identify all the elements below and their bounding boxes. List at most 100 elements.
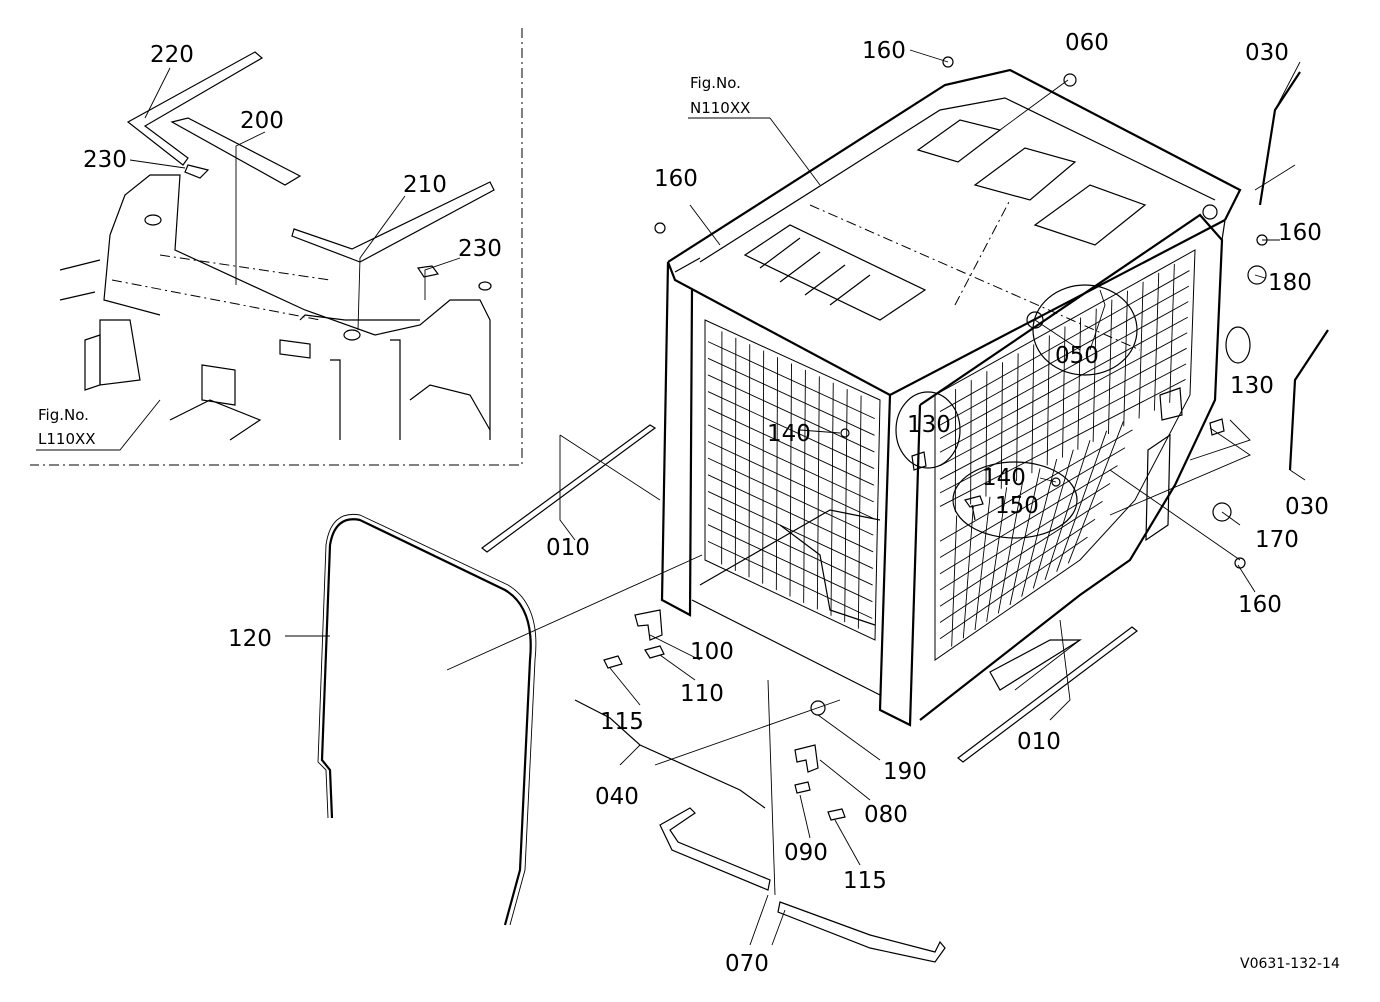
label-080: 080	[864, 802, 908, 828]
label-130-left: 130	[907, 412, 951, 438]
mesh-line	[707, 424, 874, 503]
label-030-bottom: 030	[1285, 494, 1329, 520]
mesh-line	[707, 524, 873, 603]
bracket-080	[794, 744, 819, 773]
inset-detail	[30, 28, 523, 466]
label-140-left: 140	[767, 421, 811, 447]
mesh-line	[939, 465, 1118, 575]
bolt-160-left	[654, 222, 666, 234]
label-150: 150	[995, 493, 1039, 519]
front-mesh	[707, 331, 875, 629]
mesh-line	[707, 540, 873, 619]
mesh-line	[1107, 299, 1113, 435]
mesh-line	[970, 380, 972, 505]
mesh-line	[707, 441, 874, 519]
fig-ref-label-main: Fig.No.	[690, 74, 741, 92]
bolt-160-top	[942, 56, 954, 68]
washer-060	[1063, 73, 1077, 87]
mesh-line	[985, 371, 988, 497]
label-090: 090	[784, 840, 828, 866]
loose-parts	[317, 56, 1329, 963]
cap-180	[1247, 265, 1267, 285]
mesh-line	[707, 391, 875, 469]
mesh-line	[1138, 281, 1144, 419]
pad-115-lower	[827, 808, 846, 821]
mesh-line	[939, 285, 1190, 426]
label-115-upper: 115	[600, 709, 644, 735]
mesh-line	[1016, 353, 1019, 481]
mesh-line	[707, 457, 874, 536]
mesh-line	[939, 316, 1188, 453]
mesh-line	[939, 379, 1186, 507]
label-210: 210	[403, 172, 447, 198]
cabin-frame	[660, 68, 1251, 727]
mesh-line	[1077, 317, 1082, 450]
pad-090	[794, 781, 811, 794]
mesh-line	[707, 341, 875, 420]
mesh-line	[939, 270, 1190, 412]
clip-130-right	[1209, 418, 1225, 436]
mesh-line	[707, 407, 875, 486]
mesh-line	[939, 536, 1088, 640]
mesh-line	[707, 374, 875, 453]
label-180: 180	[1268, 270, 1312, 296]
fig-ref-code-main: N110XX	[690, 99, 750, 117]
mesh-line	[939, 301, 1189, 440]
mesh-line	[939, 347, 1187, 480]
door-seal-120	[320, 518, 532, 926]
label-190: 190	[883, 759, 927, 785]
label-230-b: 230	[458, 236, 502, 262]
mesh-line	[1092, 308, 1097, 442]
label-050: 050	[1055, 343, 1099, 369]
clip-130-left	[911, 451, 927, 471]
mesh-line	[1000, 362, 1003, 489]
label-170: 170	[1255, 527, 1299, 553]
edge-trim-030-top	[1258, 71, 1301, 206]
label-010-right: 010	[1017, 729, 1061, 755]
mesh-line	[939, 500, 1103, 607]
label-120: 120	[228, 626, 272, 652]
mesh-line	[1046, 335, 1050, 466]
pad-110	[644, 645, 665, 659]
seal-strip-010-left	[481, 424, 657, 553]
mesh-line	[707, 357, 875, 436]
mesh-line	[939, 363, 1187, 494]
grommet-050	[1026, 311, 1044, 329]
label-100: 100	[690, 639, 734, 665]
rivet-150	[964, 495, 984, 521]
label-070: 070	[725, 951, 769, 977]
fig-ref-code-inset: L110XX	[38, 430, 96, 448]
seal-strip-010-right	[957, 626, 1138, 763]
label-200: 200	[240, 108, 284, 134]
label-230-a: 230	[83, 147, 127, 173]
mesh-line	[1153, 272, 1160, 411]
label-110: 110	[680, 681, 724, 707]
label-160-lower: 160	[1238, 592, 1282, 618]
label-140-right: 140	[982, 465, 1026, 491]
edge-trim-030-bottom	[1288, 329, 1329, 471]
mesh-line	[707, 491, 874, 569]
mesh-line	[939, 447, 1126, 558]
rail-070-right	[777, 901, 946, 963]
pad-115-upper	[603, 655, 623, 669]
label-160-top: 160	[862, 38, 906, 64]
label-030-top: 030	[1245, 40, 1289, 66]
mesh-line	[1169, 263, 1175, 403]
label-060: 060	[1065, 30, 1109, 56]
label-160-left: 160	[654, 166, 698, 192]
cap-170	[1212, 502, 1232, 522]
fig-ref-label-inset: Fig.No.	[38, 406, 89, 424]
nut-140-a	[840, 428, 850, 438]
mesh-line	[939, 518, 1096, 623]
callout-labels: 220 200 230 210 230 Fig.No. L110XX Fig.N…	[36, 30, 1340, 977]
side-mesh	[939, 263, 1190, 647]
mesh-line	[1062, 326, 1066, 458]
label-160-right: 160	[1278, 220, 1322, 246]
drawing-code: V0631-132-14	[1240, 956, 1340, 972]
mesh-line	[939, 483, 1111, 591]
mesh-line	[939, 332, 1188, 467]
leader-lines	[285, 49, 1306, 946]
mesh-line	[707, 474, 874, 553]
